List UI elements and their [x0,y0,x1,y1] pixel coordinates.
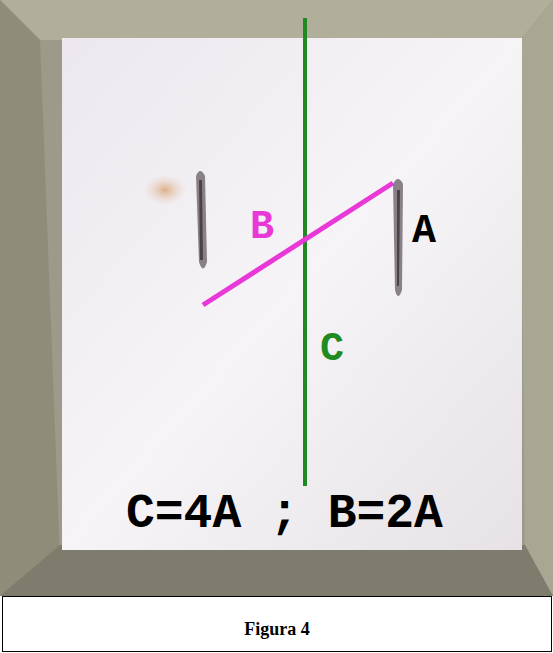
line-c [303,18,307,486]
white-panel [62,38,522,550]
line-label: A [412,212,436,252]
line-b [203,183,393,305]
line-label: B [250,208,274,248]
figure-caption: Figura 4 [3,619,551,640]
slot [196,171,207,269]
slot [393,179,403,296]
line-label: C [320,330,344,370]
ratio-note: C=4A ; B=2A [126,490,443,538]
caption-box: Figura 4 [2,596,552,652]
